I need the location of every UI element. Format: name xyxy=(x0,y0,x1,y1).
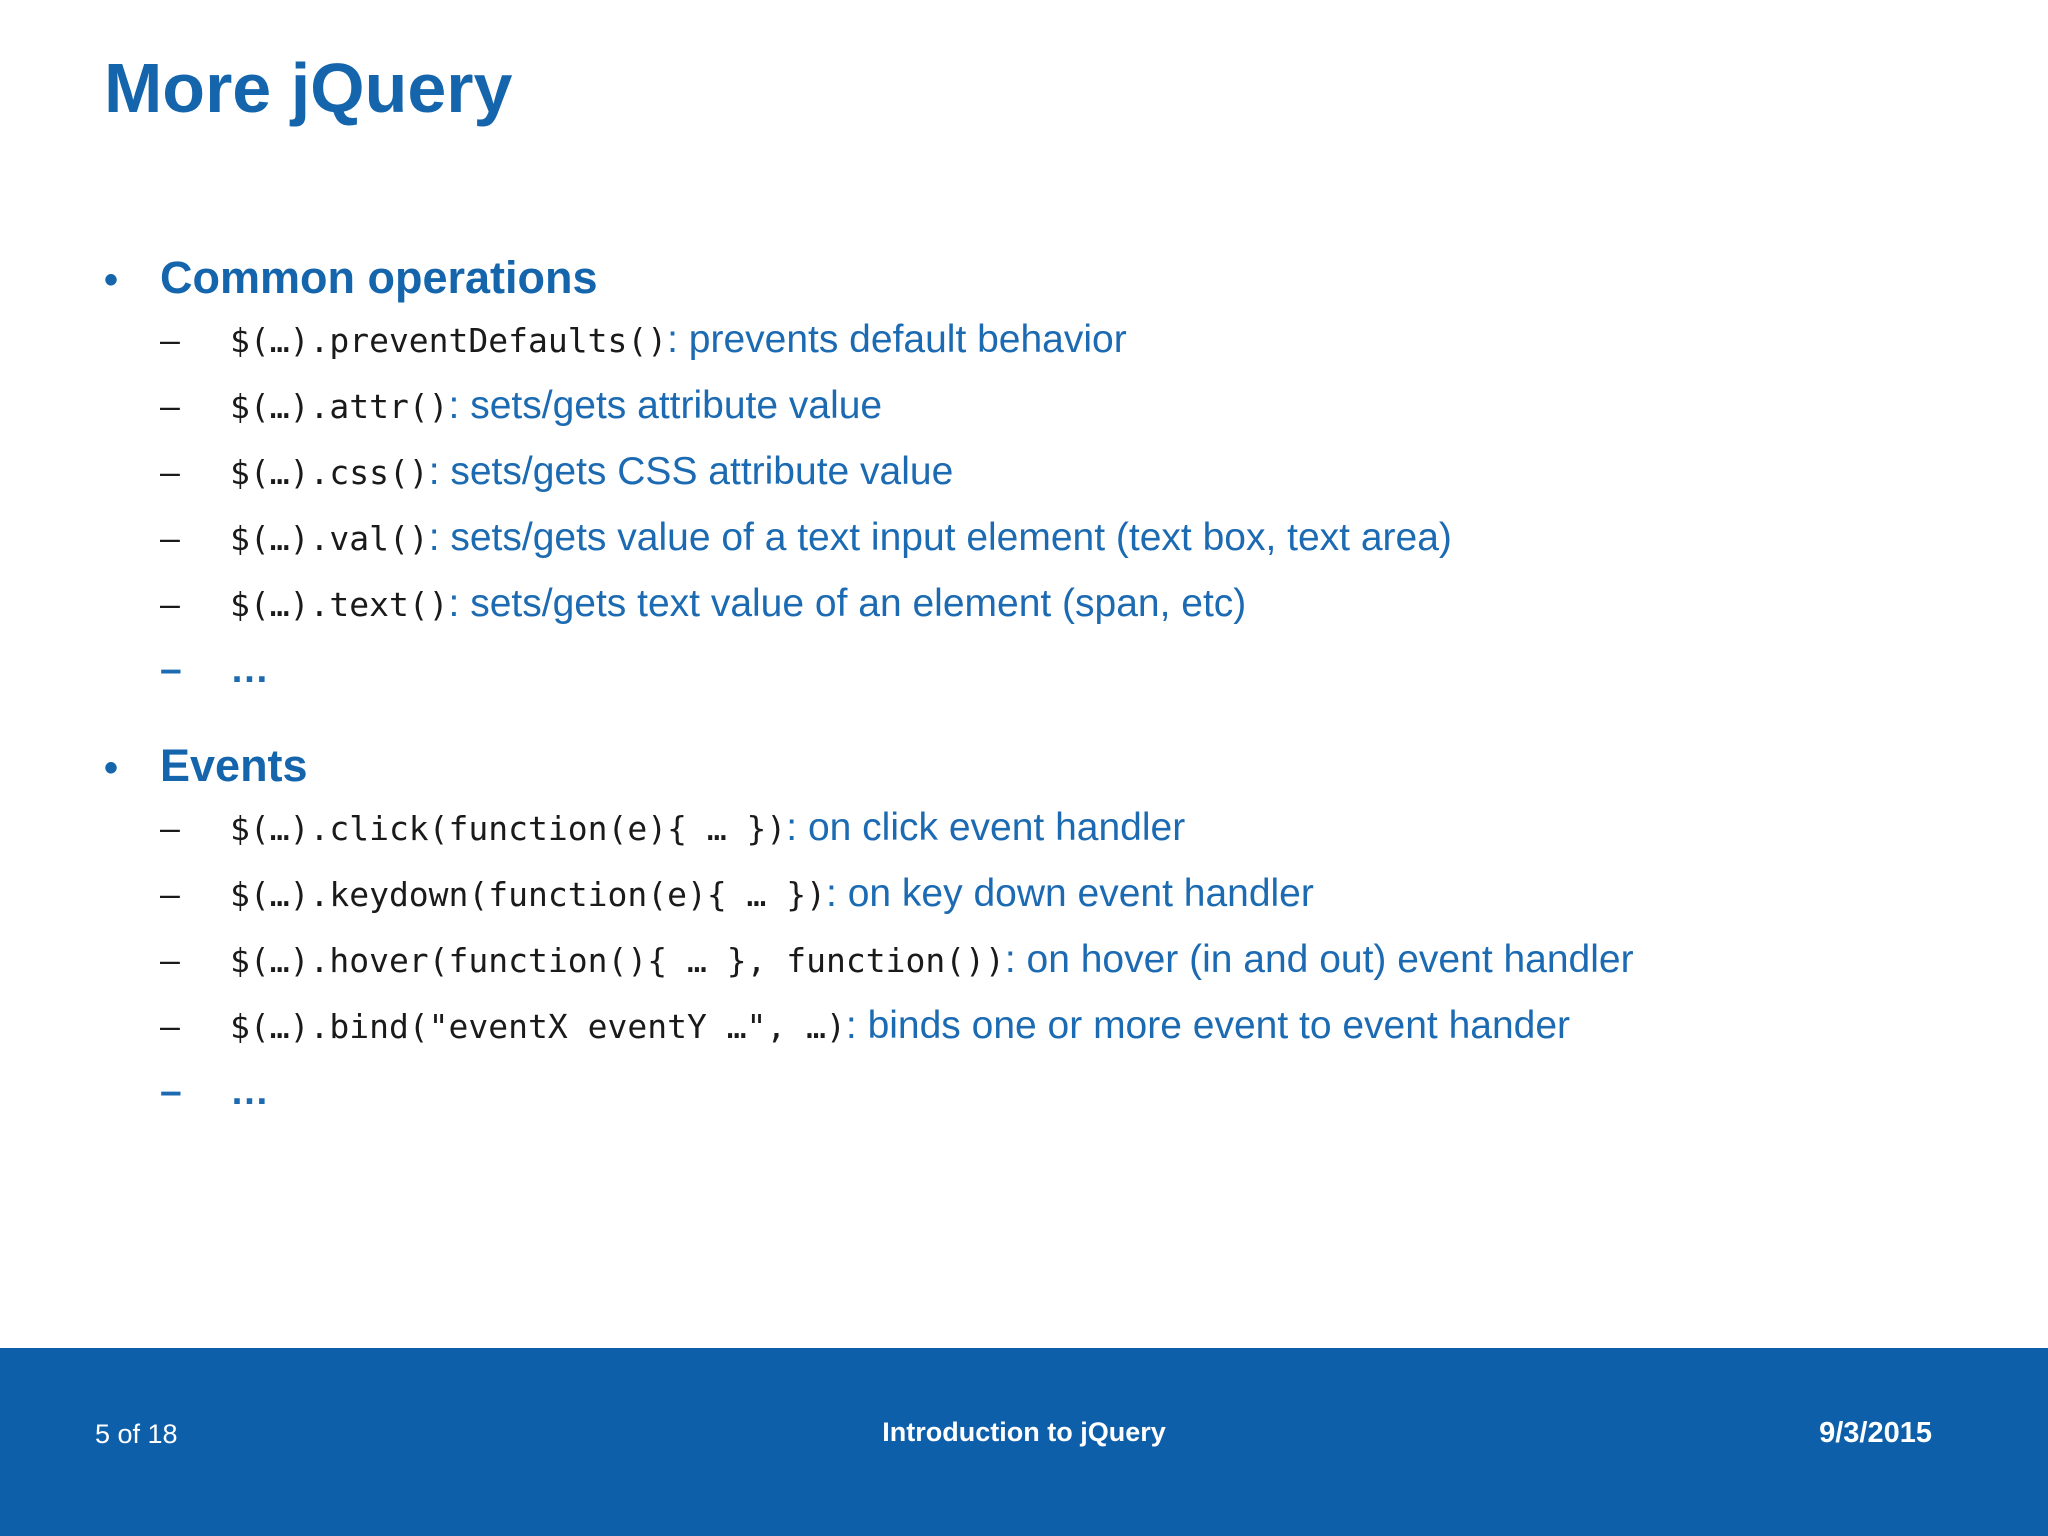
section-heading-label: Events xyxy=(160,740,308,791)
footer-date: 9/3/2015 xyxy=(1819,1417,1932,1449)
dash-icon: – xyxy=(160,1070,182,1113)
dash-icon: – xyxy=(160,648,182,691)
section-heading: • Events xyxy=(104,740,2008,792)
dash-icon: – xyxy=(160,875,180,914)
list-item: – $(…).bind("eventX eventY …", …) : bind… xyxy=(160,1004,2008,1070)
item-description: : sets/gets value of a text input elemen… xyxy=(428,516,1452,559)
list-item: – $(…).hover(function(){ … }, function()… xyxy=(160,938,2008,1004)
bullet-icon: • xyxy=(104,746,119,790)
dash-icon: – xyxy=(160,387,180,426)
footer-content: 5 of 18 Introduction to jQuery 9/3/2015 xyxy=(0,1405,2048,1465)
list-item: – $(…).css() : sets/gets CSS attribute v… xyxy=(160,450,2008,516)
dash-icon: – xyxy=(160,941,180,980)
code-snippet: $(…).preventDefaults() xyxy=(230,321,668,360)
code-snippet: $(…).attr() xyxy=(230,387,449,426)
dash-icon: – xyxy=(160,1007,180,1046)
item-description: : sets/gets CSS attribute value xyxy=(428,450,954,493)
item-description: : sets/gets attribute value xyxy=(448,384,883,427)
section-heading: • Common operations xyxy=(104,252,2008,304)
section-items: – $(…).preventDefaults() : prevents defa… xyxy=(104,318,2008,714)
dash-icon: – xyxy=(160,321,180,360)
list-item: – $(…).keydown(function(e){ … }) : on ke… xyxy=(160,872,2008,938)
section-heading-label: Common operations xyxy=(160,252,598,303)
bullet-icon: • xyxy=(104,258,119,302)
list-item: – $(…).click(function(e){ … }) : on clic… xyxy=(160,806,2008,872)
code-snippet: $(…).css() xyxy=(230,453,429,492)
footer-bar: 5 of 18 Introduction to jQuery 9/3/2015 xyxy=(0,1348,2048,1536)
list-item: – $(…).val() : sets/gets value of a text… xyxy=(160,516,2008,582)
slide-title: More jQuery xyxy=(104,49,513,127)
list-item-ellipsis: – … xyxy=(160,648,2008,714)
item-description: : prevents default behavior xyxy=(667,318,1127,361)
item-description: : on click event handler xyxy=(786,806,1186,849)
list-item: – $(…).text() : sets/gets text value of … xyxy=(160,582,2008,648)
ellipsis-text: … xyxy=(230,648,273,691)
slide-body: • Common operations – $(…).preventDefaul… xyxy=(104,252,2008,1136)
list-item-ellipsis: – … xyxy=(160,1070,2008,1136)
list-item: – $(…).attr() : sets/gets attribute valu… xyxy=(160,384,2008,450)
code-snippet: $(…).keydown(function(e){ … }) xyxy=(230,875,827,914)
section-items: – $(…).click(function(e){ … }) : on clic… xyxy=(104,806,2008,1136)
dash-icon: – xyxy=(160,519,180,558)
ellipsis-text: … xyxy=(230,1070,273,1113)
item-description: : sets/gets text value of an element (sp… xyxy=(448,582,1247,625)
code-snippet: $(…).hover(function(){ … }, function()) xyxy=(230,941,1005,980)
code-snippet: $(…).val() xyxy=(230,519,429,558)
code-snippet: $(…).click(function(e){ … }) xyxy=(230,809,787,848)
section-common-operations: • Common operations – $(…).preventDefaul… xyxy=(104,252,2008,714)
list-item: – $(…).preventDefaults() : prevents defa… xyxy=(160,318,2008,384)
page-number: 5 of 18 xyxy=(95,1419,178,1449)
item-description: : on key down event handler xyxy=(826,872,1314,915)
footer-deck-title: Introduction to jQuery xyxy=(882,1417,1166,1447)
dash-icon: – xyxy=(160,585,180,624)
dash-icon: – xyxy=(160,809,180,848)
code-snippet: $(…).text() xyxy=(230,585,449,624)
item-description: : on hover (in and out) event handler xyxy=(1004,938,1634,981)
code-snippet: $(…).bind("eventX eventY …", …) xyxy=(230,1007,846,1046)
section-events: • Events – $(…).click(function(e){ … }) … xyxy=(104,740,2008,1136)
item-description: : binds one or more event to event hande… xyxy=(845,1004,1571,1047)
dash-icon: – xyxy=(160,453,180,492)
